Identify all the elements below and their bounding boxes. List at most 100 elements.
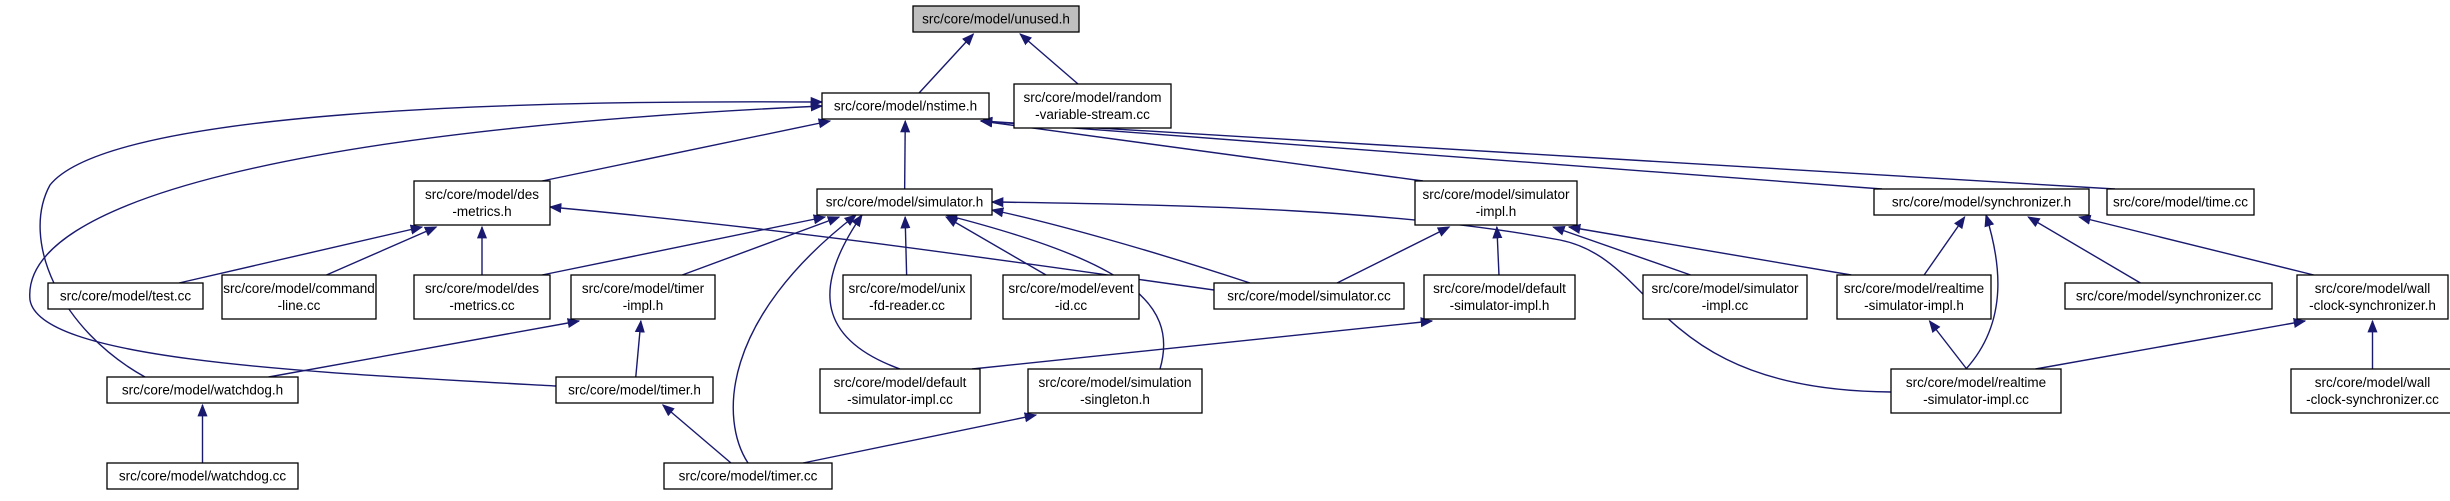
file-node-wall-h[interactable]: src/core/model/wall -clock-synchronizer.h: [2296, 274, 2449, 320]
file-node-label: src/core/model/command: [223, 281, 375, 296]
file-node-label: src/core/model/time.cc: [2113, 195, 2248, 210]
file-node-box: [1423, 274, 1576, 320]
file-node-label: src/core/model/unused.h: [922, 12, 1070, 27]
edge-simulator_cc-to-sim_impl_h: [1336, 226, 1451, 284]
file-node-timer-h[interactable]: src/core/model/timer.h: [555, 376, 714, 404]
file-node-label: src/core/model/unix: [848, 281, 965, 296]
file-node-label: -fd-reader.cc: [869, 298, 945, 313]
file-node-nstime[interactable]: src/core/model/nstime.h: [821, 92, 990, 120]
file-node-watchdog-h[interactable]: src/core/model/watchdog.h: [106, 376, 299, 404]
edge-rt_sim_impl_h-to-sync_h: [1923, 215, 1966, 276]
file-node-timer-cc[interactable]: src/core/model/timer.cc: [663, 462, 833, 490]
edge-rt_sim_impl_h-to-sim_impl_h: [1567, 223, 1852, 276]
file-node-label: -impl.h: [1476, 204, 1517, 219]
file-node-watchdog-cc[interactable]: src/core/model/watchdog.cc: [106, 462, 299, 490]
file-node-simulator-cc[interactable]: src/core/model/simulator.cc: [1213, 282, 1405, 310]
edge-def_sim_impl_cc-to-def_sim_impl_h: [971, 317, 1434, 370]
file-node-box: [2106, 188, 2255, 216]
file-node-sim-singleton[interactable]: src/core/model/simulation-singleton.h: [1027, 368, 1203, 414]
edge-rt_sim_impl_cc-to-rt_sim_impl_h: [1928, 320, 1968, 370]
edge-time_cc-to-nstime: [979, 116, 2116, 190]
dependency-edges: [29, 33, 2378, 464]
file-node-box: [221, 274, 377, 320]
file-node-label: src/core/model/realtime: [1906, 375, 2046, 390]
file-node-rt-sim-impl-h[interactable]: src/core/model/realtime -simulator-impl.h: [1836, 274, 1992, 320]
file-node-label: src/core/model/realtime: [1844, 281, 1984, 296]
edge-des_metrics_cc-to-simulator_h: [541, 214, 827, 276]
edge-sim_impl_cc-to-sim_impl_h: [1552, 225, 1691, 276]
file-node-label: -simulator-impl.h: [1864, 298, 1964, 313]
edge-timer_h-to-timer_impl_h: [634, 319, 645, 378]
edge-timer_impl_h-to-simulator_h: [681, 216, 841, 276]
file-node-label: -variable-stream.cc: [1035, 107, 1150, 122]
file-node-box: [1027, 368, 1203, 414]
file-node-box: [413, 274, 551, 320]
file-node-label: src/core/model/default: [834, 375, 967, 390]
file-node-box: [912, 5, 1080, 33]
edge-watchdog_h-to-nstime: [39, 96, 824, 378]
edge-des_metrics_h-to-nstime: [541, 118, 832, 182]
edge-rt_sim_impl_cc-to-wall_h: [2035, 318, 2307, 370]
file-node-label: src/core/model/simulator: [1651, 281, 1799, 296]
file-node-cmdline-cc[interactable]: src/core/model/command-line.cc: [221, 274, 377, 320]
edge-wall_h-to-sync_h: [2078, 214, 2315, 276]
edge-def_sim_impl_h-to-sim_impl_h: [1492, 225, 1503, 276]
file-node-box: [1890, 368, 2062, 414]
file-node-rt-sim-impl-cc[interactable]: src/core/model/realtime-simulator-impl.c…: [1890, 368, 2062, 414]
edge-rt_sim_impl_cc-to-simulator_h: [990, 197, 1892, 393]
file-node-label: -simulator-impl.h: [1450, 298, 1550, 313]
edge-simulator_h-to-nstime: [900, 119, 911, 190]
file-node-sync-h[interactable]: src/core/model/synchronizer.h: [1873, 188, 2090, 216]
file-node-box: [663, 462, 833, 490]
edge-timer_cc-to-timer_h: [661, 404, 732, 464]
file-node-sim-impl-h[interactable]: src/core/model/simulator-impl.h: [1414, 180, 1578, 226]
file-node-box: [816, 188, 993, 216]
file-node-label: src/core/model/simulation: [1038, 375, 1191, 390]
edge-timer_cc-to-simulator_h: [732, 214, 857, 464]
edge-simulator_cc-to-simulator_h: [990, 207, 1251, 284]
file-node-label: src/core/model/default: [1433, 281, 1566, 296]
file-node-random[interactable]: src/core/model/random -variable-stream.cc: [1013, 83, 1172, 129]
file-node-label: src/core/model/timer.h: [568, 383, 701, 398]
file-node-label: -clock-synchronizer.h: [2309, 298, 2436, 313]
file-node-des-metrics-cc[interactable]: src/core/model/des-metrics.cc: [413, 274, 551, 320]
file-node-def-sim-impl-cc[interactable]: src/core/model/default -simulator-impl.cc: [819, 368, 981, 414]
edge-unix_fd-to-simulator_h: [900, 215, 911, 276]
file-node-time-cc[interactable]: src/core/model/time.cc: [2106, 188, 2255, 216]
file-node-box: [1836, 274, 1992, 320]
file-node-label: src/core/model/watchdog.h: [122, 383, 283, 398]
file-node-wall-cc[interactable]: src/core/model/wall-clock-synchronizer.c…: [2290, 368, 2450, 414]
file-node-timer-impl-h[interactable]: src/core/model/timer-impl.h: [570, 274, 716, 320]
file-node-box: [842, 274, 972, 320]
file-node-label: -simulator-impl.cc: [847, 392, 953, 407]
file-node-label: -id.cc: [1055, 298, 1088, 313]
file-node-event-id[interactable]: src/core/model/event-id.cc: [1002, 274, 1140, 320]
file-node-sim-impl-cc[interactable]: src/core/model/simulator-impl.cc: [1642, 274, 1808, 320]
file-node-label: src/core/model/test.cc: [60, 289, 192, 304]
edge-cmdline_cc-to-des_metrics_h: [326, 226, 438, 276]
file-node-unused[interactable]: src/core/model/unused.h: [912, 5, 1080, 33]
file-node-box: [106, 376, 299, 404]
file-nodes: src/core/model/unused.h src/core/model/ns…: [47, 5, 2450, 490]
file-node-test-cc[interactable]: src/core/model/test.cc: [47, 282, 204, 310]
file-node-label: src/core/model/simulator.h: [826, 195, 984, 210]
file-node-label: src/core/model/nstime.h: [834, 99, 977, 114]
file-node-label: -clock-synchronizer.cc: [2306, 392, 2439, 407]
file-node-label: src/core/model/wall: [2315, 281, 2431, 296]
file-node-box: [413, 180, 551, 226]
edge-watchdog_h-to-timer_impl_h: [268, 318, 581, 378]
file-node-label: src/core/model/synchronizer.cc: [2076, 289, 2262, 304]
file-node-label: -metrics.h: [452, 204, 511, 219]
file-node-def-sim-impl-h[interactable]: src/core/model/default -simulator-impl.h: [1423, 274, 1576, 320]
file-node-unix-fd[interactable]: src/core/model/unix -fd-reader.cc: [842, 274, 972, 320]
file-node-label: src/core/model/simulator.cc: [1227, 289, 1391, 304]
file-node-box: [47, 282, 204, 310]
file-node-label: src/core/model/random: [1023, 90, 1161, 105]
file-node-sync-cc[interactable]: src/core/model/synchronizer.cc: [2064, 282, 2273, 310]
file-node-box: [2296, 274, 2449, 320]
file-node-label: -metrics.cc: [449, 298, 514, 313]
file-node-simulator-h[interactable]: src/core/model/simulator.h: [816, 188, 993, 216]
file-node-box: [1414, 180, 1578, 226]
file-node-des-metrics-h[interactable]: src/core/model/des-metrics.h: [413, 180, 551, 226]
